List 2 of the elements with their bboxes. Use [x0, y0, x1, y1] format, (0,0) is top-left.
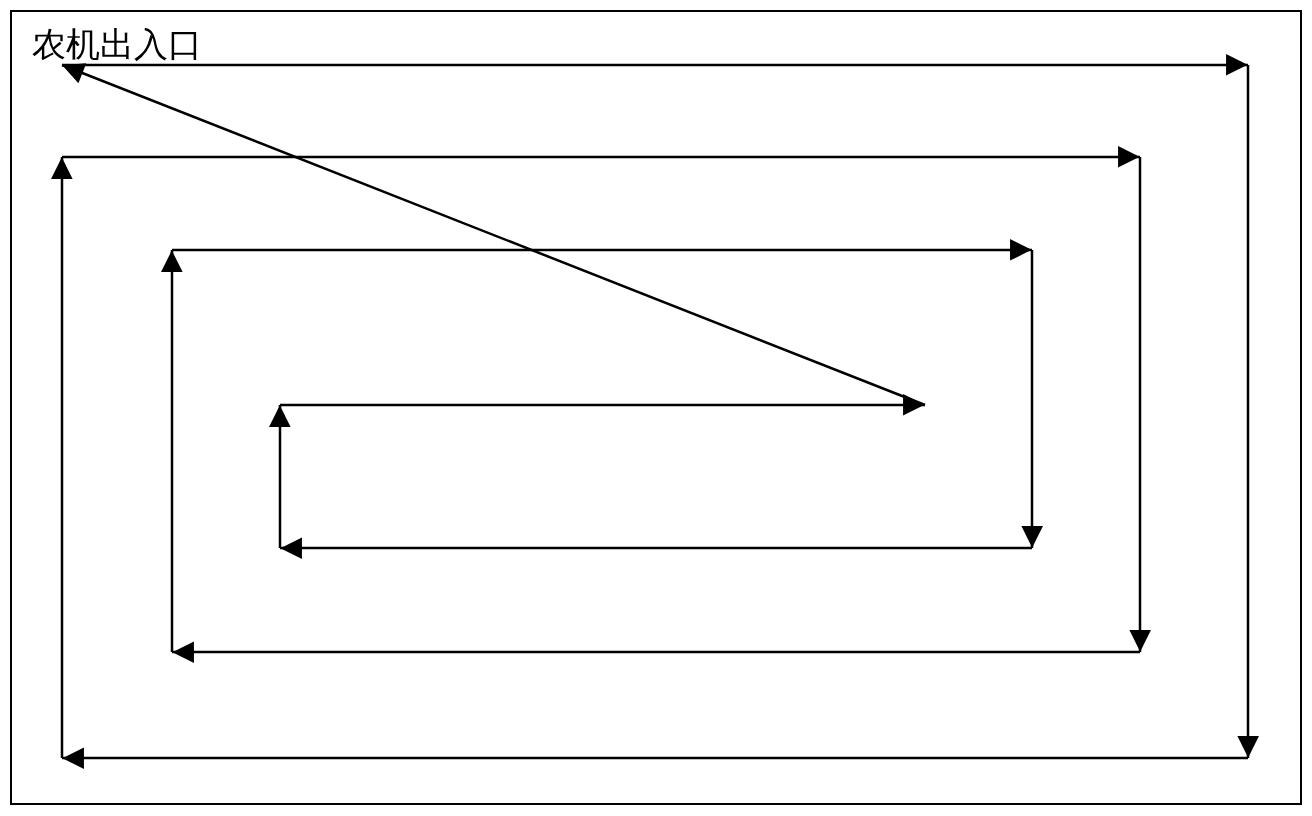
entrance-label: 农机出入口	[32, 24, 202, 64]
field-boundary	[10, 10, 1302, 805]
